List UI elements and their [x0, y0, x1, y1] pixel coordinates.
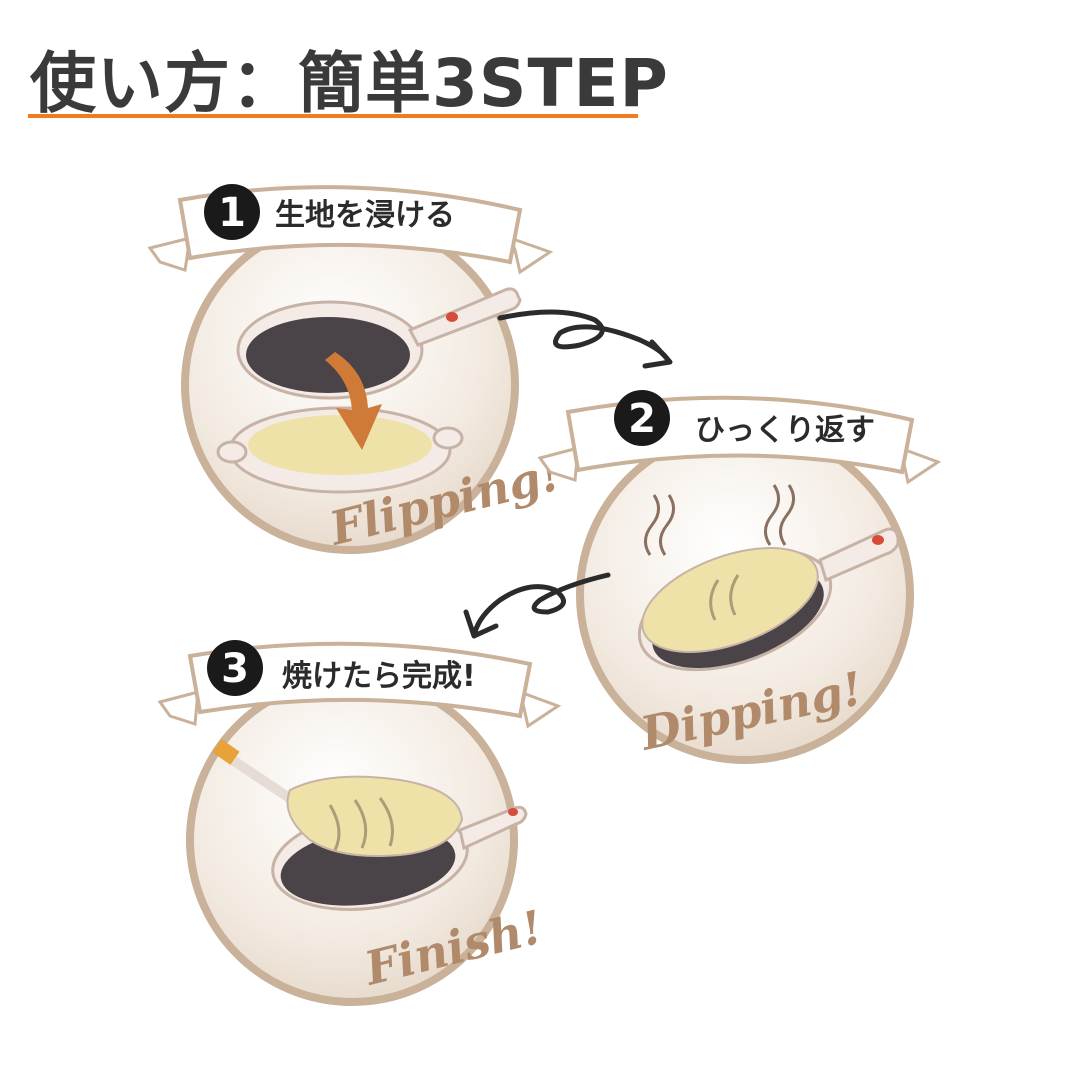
step-1-number-badge [204, 184, 260, 240]
arrow-step1-to-step2 [497, 309, 671, 363]
flip-pan-icon [637, 484, 900, 672]
page-title: 使い方：簡単3STEP [30, 45, 669, 122]
step-1-ribbon: 1 生地を浸ける [147, 184, 554, 275]
step-3: 3 焼けたら完成! Finish! [157, 640, 562, 1006]
step-2: 2 ひっくり返す Dipping! [537, 390, 942, 764]
step-2-ribbon: 2 ひっくり返す [537, 390, 942, 485]
step-3-number: 3 [221, 646, 249, 692]
lift-crepe-icon [212, 739, 528, 911]
step-3-number-badge [207, 640, 263, 696]
step-1-number: 1 [218, 190, 246, 236]
step-2-number: 2 [628, 396, 656, 442]
step-3-ribbon: 3 焼けたら完成! [157, 640, 562, 729]
step-3-label: 焼けたら完成! [282, 659, 476, 694]
arrow-step2-to-step3 [472, 572, 611, 635]
title-underline [28, 114, 638, 118]
step-1: 1 生地を浸ける Flipping! [147, 184, 566, 556]
step-1-label: 生地を浸ける [275, 198, 455, 233]
step-2-number-badge [614, 390, 670, 446]
step-2-label: ひっくり返す [695, 413, 875, 448]
dip-pan-into-batter-icon [216, 287, 522, 494]
